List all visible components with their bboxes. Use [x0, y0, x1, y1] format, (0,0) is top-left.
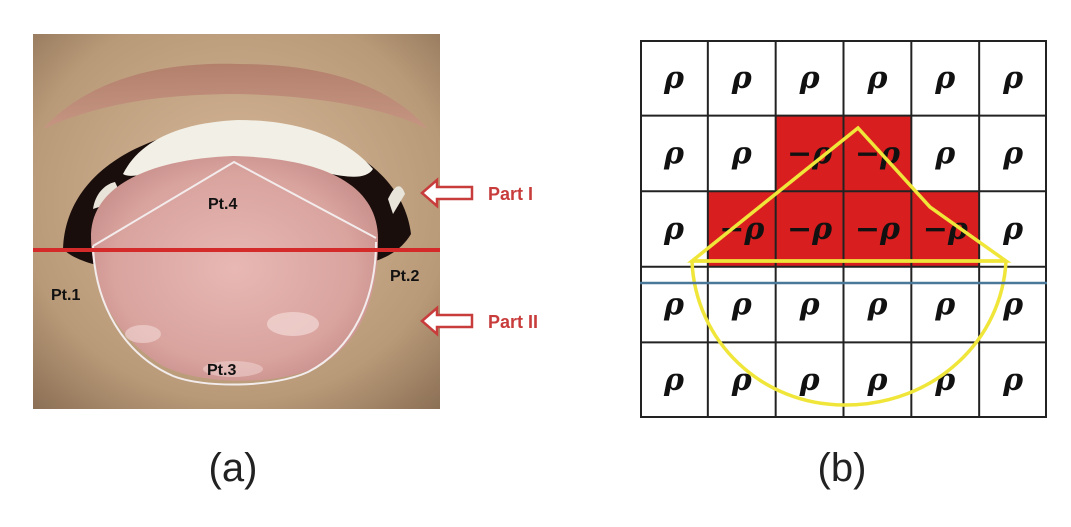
part-ii-label: Part II	[488, 312, 538, 332]
grid-cell-value: ρ	[731, 363, 753, 398]
grid-cell-value: ρ	[1002, 136, 1024, 171]
part-i-arrow-icon	[420, 177, 474, 209]
grid-cell-value: ρ	[663, 363, 685, 398]
grid-cell-value: ρ	[1002, 288, 1024, 323]
grid-cell-value: ρ	[663, 212, 685, 247]
pt1-label: Pt.1	[51, 287, 80, 304]
grid-cell-value: ρ	[1002, 61, 1024, 96]
part-ii-arrow-icon	[420, 305, 474, 337]
grid-cell-value: ρ	[799, 61, 821, 96]
grid-cell-value: ρ	[799, 288, 821, 323]
grid-cell-value: ρ	[731, 136, 753, 171]
grid-cell-value: ρ	[799, 363, 821, 398]
grid-cell-value: ρ	[1002, 363, 1024, 398]
grid-cell-value: ρ	[731, 288, 753, 323]
triangle-outline	[92, 160, 377, 247]
grid-cell-value: −ρ	[855, 136, 901, 171]
caption-b: (b)	[817, 446, 867, 490]
tongue-photo-panel: Pt.4 Pt.1 Pt.2 Pt.3	[33, 34, 440, 409]
grid-cell-value: −ρ	[855, 212, 901, 247]
pt4-label: Pt.4	[208, 196, 237, 213]
grid-cell-value: ρ	[663, 288, 685, 323]
grid-cell-value: ρ	[934, 288, 956, 323]
grid-cell-value: ρ	[866, 288, 888, 323]
grid-cell-value: ρ	[1002, 212, 1024, 247]
grid-cell-value: ρ	[663, 136, 685, 171]
pt2-label: Pt.2	[390, 268, 419, 285]
part-labels: Part I Part II	[420, 177, 538, 337]
grid-cell-value: ρ	[866, 363, 888, 398]
grid-cell-value: ρ	[731, 61, 753, 96]
tongue-photo: Pt.4 Pt.1 Pt.2 Pt.3	[33, 34, 440, 409]
pt3-label: Pt.3	[207, 362, 236, 379]
caption-a: (a)	[208, 446, 258, 490]
grid-cell-value: ρ	[866, 61, 888, 96]
grid-cell-value: −ρ	[787, 212, 833, 247]
grid-cell-value: −ρ	[923, 212, 969, 247]
grid-cell-value: ρ	[934, 136, 956, 171]
rho-grid: ρ ρ ρ ρ ρ ρ ρ ρ −ρ −ρ ρ ρ ρ −ρ −ρ −ρ −ρ ρ ρ ρ ρ ρ ρ ρ ρ ρ ρ ρ ρ ρ	[640, 40, 1047, 418]
rho-grid-panel: ρ ρ ρ ρ ρ ρ ρ ρ −ρ −ρ ρ ρ ρ −ρ −ρ −ρ −ρ ρ ρ ρ ρ ρ ρ ρ ρ ρ ρ ρ ρ ρ	[640, 40, 1047, 418]
grid-cell-value: −ρ	[719, 212, 765, 247]
grid-cell-value: ρ	[934, 61, 956, 96]
grid-cell-value: −ρ	[787, 136, 833, 171]
part-i-label: Part I	[488, 184, 533, 204]
grid-cell-value: ρ	[934, 363, 956, 398]
grid-cell-value: ρ	[663, 61, 685, 96]
